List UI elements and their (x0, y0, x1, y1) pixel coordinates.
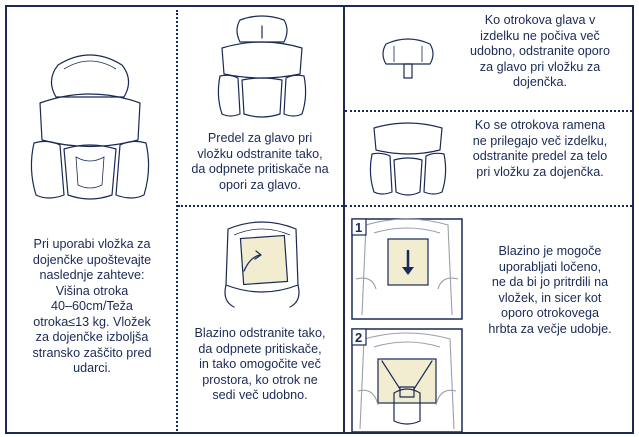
text-line: otroka≤13 kg. Vložek (33, 314, 151, 329)
column-divider-dotted (176, 10, 178, 431)
text-line: Višina otroka (55, 283, 129, 298)
text-line: Ko otrokova glava v (484, 13, 596, 27)
text-line: za dojenčke izboljša (35, 330, 149, 344)
middle-top-text: Predel za glavo pri vložku odstranite ta… (182, 131, 338, 193)
infant-insert-full-illustration (30, 54, 150, 200)
text-line: in tako omogočite več (199, 357, 321, 371)
text-line: stransko zaščito pred (32, 345, 152, 360)
step-2-illustration: 2 (351, 328, 463, 433)
right-bottom-text: Blazino je mogoče uporabljati ločeno, ne… (468, 244, 632, 337)
text-line: hrbta za večje udobje. (488, 321, 612, 336)
text-line: udobno, odstranite oporo (469, 44, 611, 58)
text-line: uporabljati ločeno, (498, 259, 602, 274)
text-line: naslednje zahteve: (39, 268, 145, 282)
text-line: vložek, in sicer kot (498, 290, 602, 305)
text-line: Predel za glavo pri (207, 131, 313, 145)
text-line: odstranite predel za telo (472, 149, 608, 163)
insert-head-part-illustration (217, 15, 307, 118)
right-top-text: Ko otrokova glava v izdelku ne počiva ve… (452, 13, 628, 91)
text-line: Ko se otrokova ramena (474, 118, 606, 132)
text-line: ne da bi jo pritrdili na (491, 275, 609, 289)
text-line: udarci. (73, 361, 111, 375)
text-line: prostora, ko otrok ne (202, 372, 318, 387)
right-row-divider-2 (345, 205, 632, 207)
cushion-removal-illustration (224, 221, 300, 308)
text-line: da odpnete pritiskače na (191, 162, 329, 176)
text-line: oporo otrokovega (500, 306, 600, 320)
text-line: opori za glavo. (219, 177, 301, 192)
text-line: 40–60cm/Teža (51, 299, 133, 313)
middle-row-divider (178, 205, 343, 207)
text-line: vložku odstranite tako, (197, 146, 323, 161)
right-middle-text: Ko se otrokova ramena ne prilegajo več i… (452, 118, 628, 180)
text-line: dojenčke upoštevajte (32, 252, 152, 267)
column-divider-solid (343, 5, 345, 434)
left-panel-text: Pri uporabi vložka za dojenčke upoštevaj… (12, 237, 172, 377)
headrest-part-illustration (382, 38, 434, 79)
step-1-illustration: 1 (351, 218, 463, 320)
text-line: ne prilegajo več izdelku, (472, 133, 608, 148)
page-frame (5, 5, 634, 434)
right-row-divider-1 (345, 110, 632, 112)
middle-bottom-text: Blazino odstranite tako, da odpnete prit… (182, 326, 338, 404)
text-line: pri vložku za dojenčka. (476, 164, 604, 179)
step-2-number: 2 (355, 330, 362, 345)
text-line: izdelku ne počiva več (480, 28, 600, 43)
text-line: dojenčka. (513, 75, 567, 89)
text-line: Blazino je mogoče (498, 244, 602, 258)
text-line: Pri uporabi vložka za (33, 237, 151, 251)
text-line: da odpnete pritiskače, (198, 341, 322, 356)
text-line: za glavo pri vložku za (479, 59, 601, 74)
insert-body-part-illustration (369, 122, 447, 196)
text-line: sedi več udobno. (212, 388, 308, 402)
text-line: Blazino odstranite tako, (194, 326, 326, 340)
step-1-number: 1 (355, 220, 362, 235)
